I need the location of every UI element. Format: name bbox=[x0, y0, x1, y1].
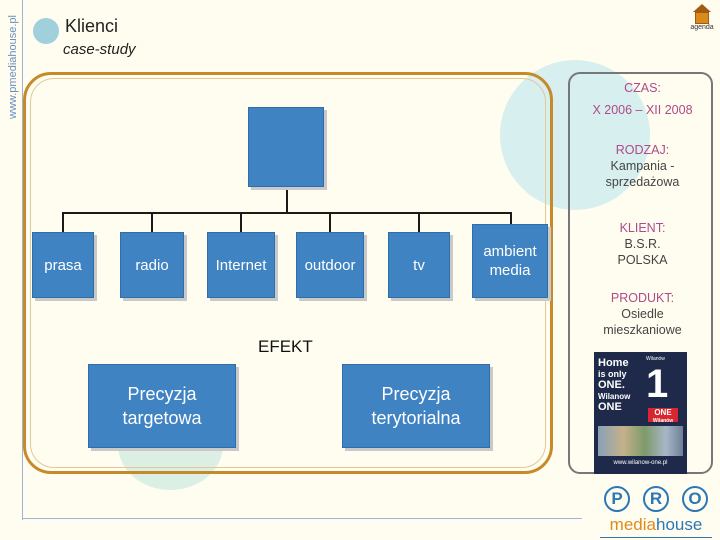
diagram-frame bbox=[23, 72, 553, 474]
klient-value-1: B.S.R. bbox=[624, 237, 661, 251]
logo-letter-p: P bbox=[604, 486, 630, 512]
connector-ambient bbox=[510, 212, 512, 224]
connector-root-vertical bbox=[286, 187, 288, 213]
channel-node-internet: Internet bbox=[207, 232, 275, 298]
title-bullet bbox=[33, 18, 59, 44]
billboard-url: www.wilanow-one.pl bbox=[613, 460, 668, 466]
connector-prasa bbox=[62, 212, 64, 232]
root-node bbox=[248, 107, 324, 187]
billboard-brand: Wilanów bbox=[646, 356, 665, 362]
produkt-value-2: mieszkaniowe bbox=[603, 323, 682, 337]
left-rule bbox=[22, 0, 23, 520]
effect-node-terytorialna: Precyzja terytorialna bbox=[342, 364, 490, 448]
produkt-value-1: Osiedle bbox=[621, 307, 664, 321]
rodzaj-value-1: Kampania - bbox=[610, 159, 675, 173]
page-subtitle: case-study bbox=[63, 41, 136, 58]
logo-wordmark: mediahouse bbox=[609, 515, 703, 534]
case-info-panel: CZAS: X 2006 – XII 2008 RODZAJ: Kampania… bbox=[568, 72, 713, 474]
billboard-headline: Home is only ONE. Wilanow ONE bbox=[598, 357, 631, 413]
czas-label: CZAS: bbox=[624, 81, 661, 95]
connector-internet bbox=[240, 212, 242, 232]
produkt-label: PRODUKT: bbox=[610, 291, 675, 305]
connector-tv bbox=[418, 212, 420, 232]
billboard-photos bbox=[598, 426, 683, 456]
connector-outdoor bbox=[329, 212, 331, 232]
vertical-url: www.pmediahouse.pl bbox=[7, 15, 19, 119]
billboard-badge: ONE Wilanów bbox=[648, 408, 678, 424]
rodzaj-value-2: sprzedażowa bbox=[605, 175, 680, 189]
agenda-button[interactable]: agenda bbox=[687, 4, 717, 31]
efekt-label: EFEKT bbox=[258, 337, 313, 356]
klient-label: KLIENT: bbox=[619, 221, 666, 235]
home-icon bbox=[693, 4, 711, 24]
connector-horizontal bbox=[62, 212, 512, 214]
logo-letter-o: O bbox=[682, 486, 708, 512]
rodzaj-label: RODZAJ: bbox=[615, 143, 670, 157]
billboard-image: Home is only ONE. Wilanow ONE Wilanów 1 … bbox=[594, 352, 687, 474]
czas-value: X 2006 – XII 2008 bbox=[592, 103, 693, 117]
connector-radio bbox=[151, 212, 153, 232]
logo-underline bbox=[600, 537, 712, 538]
billboard-number: 1 bbox=[646, 362, 669, 406]
channel-node-radio: radio bbox=[120, 232, 184, 298]
effect-node-targetowa: Precyzja targetowa bbox=[88, 364, 236, 448]
channel-node-ambient-media: ambient media bbox=[472, 224, 548, 298]
channel-node-tv: tv bbox=[388, 232, 450, 298]
pro-mediahouse-logo: P R O mediahouse bbox=[600, 482, 718, 538]
klient-value-2: POLSKA bbox=[617, 253, 668, 267]
agenda-label: agenda bbox=[690, 24, 714, 31]
page-title: Klienci bbox=[65, 16, 119, 36]
bottom-rule bbox=[22, 518, 582, 519]
logo-letter-r: R bbox=[643, 486, 669, 512]
channel-node-prasa: prasa bbox=[32, 232, 94, 298]
channel-node-outdoor: outdoor bbox=[296, 232, 364, 298]
